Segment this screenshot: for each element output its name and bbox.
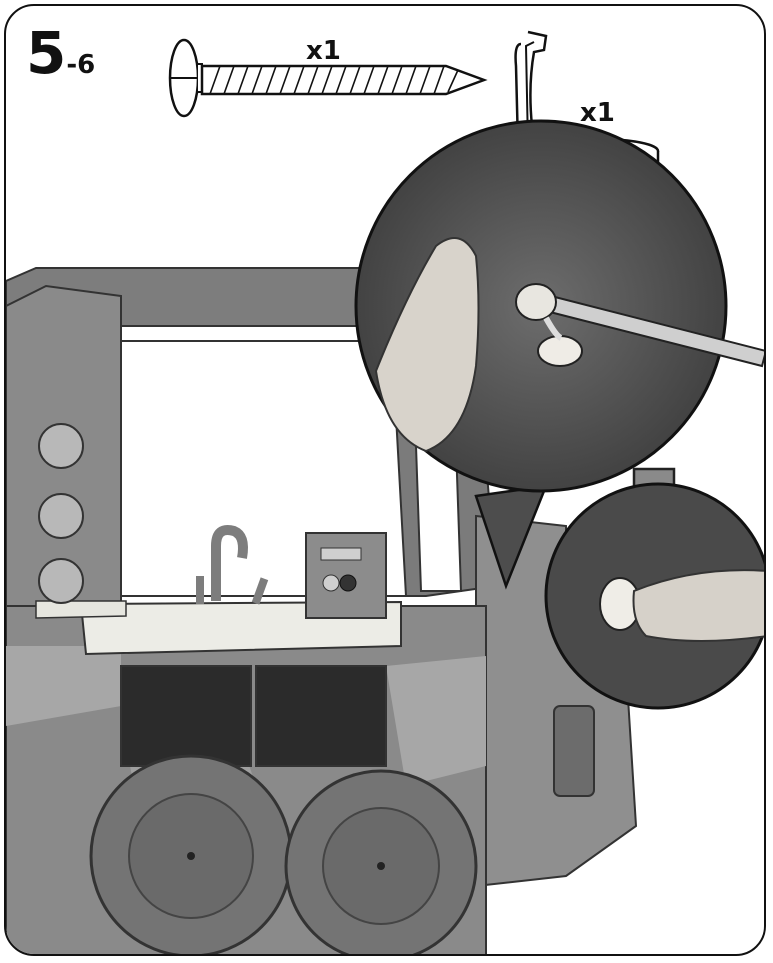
step-sub-number: -6 — [66, 50, 95, 80]
screw-cap-quantity: x1 — [580, 98, 615, 128]
detail-magnifier-result — [546, 484, 766, 708]
screw-quantity: x1 — [306, 36, 341, 66]
step-main-number: 5 — [26, 19, 66, 87]
illustration — [6, 6, 766, 956]
wheel-right — [286, 771, 476, 956]
step-number: 5-6 — [26, 24, 95, 82]
wheel-left — [91, 756, 291, 956]
instruction-frame: 5-6 x1 x1 — [4, 4, 766, 956]
